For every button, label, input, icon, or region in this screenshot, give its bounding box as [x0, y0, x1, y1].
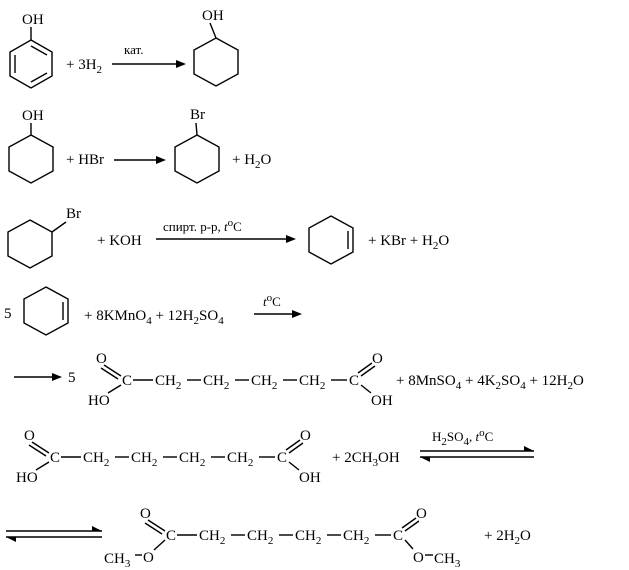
ester-left-methoxy: CH3CH — [104, 551, 131, 570]
plus-kbr-h2o: + KBr + H2O — [368, 233, 449, 252]
left-hydroxyl-ho: HO — [88, 393, 110, 409]
ester-right-o: O — [413, 550, 424, 566]
ester-left-c: C — [166, 528, 176, 544]
plus-methanol: + 2CH3OH — [332, 450, 400, 469]
cyclohexanol-structure-2: OH — [8, 108, 54, 184]
reaction-5: 5 O HO C CH2 CH2 CH2 CH2 C O OH + 8MnSO4… — [14, 351, 584, 409]
plus-h2o: + H2O — [232, 152, 272, 171]
reaction-arrow-3 — [156, 235, 296, 243]
left-carboxyl-c: C — [122, 373, 132, 389]
cyclohexanol-oh-label-2: OH — [22, 108, 44, 124]
left-carbonyl-o: O — [96, 351, 107, 367]
ester-right-methyl: CH3 — [434, 551, 461, 570]
condition-heat-4: toC — [263, 292, 281, 309]
bromocyclohexane-structure: Br — [174, 107, 220, 184]
reaction-7: O CH3CH O C CH2 CH2 CH2 CH2 C O O CH3 — [6, 506, 531, 570]
reaction-3: Br + KOH спирт. р-р, toC + KBr + H2O — [7, 206, 449, 269]
chain-ch2-1: CH2 — [155, 373, 181, 392]
cyclohexene-structure-2 — [23, 286, 69, 336]
right-hydroxyl-oh-2: OH — [299, 470, 321, 486]
plus-2h2o: + 2H2O — [484, 528, 531, 547]
coefficient-5: 5 — [4, 306, 12, 322]
chain-ch2-2: CH2 — [203, 373, 229, 392]
left-carbonyl-o-2: O — [24, 428, 35, 444]
right-carboxyl-c: C — [349, 373, 359, 389]
chain2-ch2-2: CH2 — [131, 450, 157, 469]
reaction-1: OH + 3H2 кат. OH — [9, 8, 239, 89]
bromocyclohexane-br-label: Br — [190, 107, 205, 123]
chain3-ch2-2: CH2 — [247, 528, 273, 547]
plus-hbr: + HBr — [66, 152, 104, 168]
reaction-arrow-5 — [14, 373, 62, 381]
ester-right-c: C — [393, 528, 403, 544]
phenol-structure: OH — [9, 12, 53, 89]
chain-ch2-4: CH2 — [299, 373, 325, 392]
reaction-arrow-1 — [112, 60, 186, 68]
ester-left-o: O — [143, 550, 154, 566]
right-hydroxyl-oh: OH — [371, 393, 393, 409]
cyclohexene-structure — [308, 215, 354, 265]
plus-mnso4-k2so4-h2o: + 8MnSO4 + 4K2SO4 + 12H2O — [396, 373, 584, 392]
reaction-arrow-2 — [114, 156, 166, 164]
condition-alcohol-solution: спирт. р-р, toC — [163, 217, 242, 234]
reaction-4: 5 + 8KMnO4 + 12H2SO4 toC — [4, 286, 302, 336]
ester-right-carbonyl-o: O — [416, 506, 427, 522]
adipic-acid-structure-2: O HO C CH2 CH2 CH2 CH2 C O OH — [16, 428, 321, 486]
plus-koh: + KOH — [97, 233, 142, 249]
chain3-ch2-4: CH2 — [343, 528, 369, 547]
ester-left-carbonyl-o: O — [140, 506, 151, 522]
plus-kmno4-h2so4: + 8KMnO4 + 12H2SO4 — [84, 308, 224, 327]
equilibrium-arrow-1 — [420, 446, 534, 462]
left-carboxyl-c-2: C — [50, 450, 60, 466]
chain2-ch2-1: CH2 — [83, 450, 109, 469]
chain3-ch2-1: CH2 — [199, 528, 225, 547]
plus-3h2: + 3H2 — [66, 57, 102, 76]
condition-h2so4-heat: H2SO4, toC — [432, 427, 493, 448]
reaction-arrow-4 — [254, 310, 302, 318]
equilibrium-arrow-2 — [6, 526, 102, 542]
chain3-ch2-3: CH2 — [295, 528, 321, 547]
reaction-6: O HO C CH2 CH2 CH2 CH2 C O OH + 2CH3OH H… — [16, 427, 534, 486]
cyclohexanol-structure: OH — [193, 8, 239, 87]
coefficient-5b: 5 — [68, 370, 76, 386]
bromocyclohexane-br-label-2: Br — [66, 206, 81, 222]
left-hydroxyl-ho-2: HO — [16, 470, 38, 486]
right-carbonyl-o: O — [372, 351, 383, 367]
chain2-ch2-3: CH2 — [179, 450, 205, 469]
adipic-acid-structure: O HO C CH2 CH2 CH2 CH2 C O OH — [88, 351, 393, 409]
chain-ch2-3: CH2 — [251, 373, 277, 392]
reaction-2: OH + HBr Br + H2O — [8, 107, 272, 184]
condition-catalyst: кат. — [124, 42, 144, 57]
dimethyl-adipate-structure: O CH3CH O C CH2 CH2 CH2 CH2 C O O CH3 — [104, 506, 461, 570]
bromocyclohexane-structure-2: Br — [7, 206, 81, 269]
cyclohexanol-oh-label: OH — [202, 8, 224, 24]
phenol-oh-label: OH — [22, 12, 44, 28]
right-carbonyl-o-2: O — [300, 428, 311, 444]
right-carboxyl-c-2: C — [277, 450, 287, 466]
chain2-ch2-4: CH2 — [227, 450, 253, 469]
